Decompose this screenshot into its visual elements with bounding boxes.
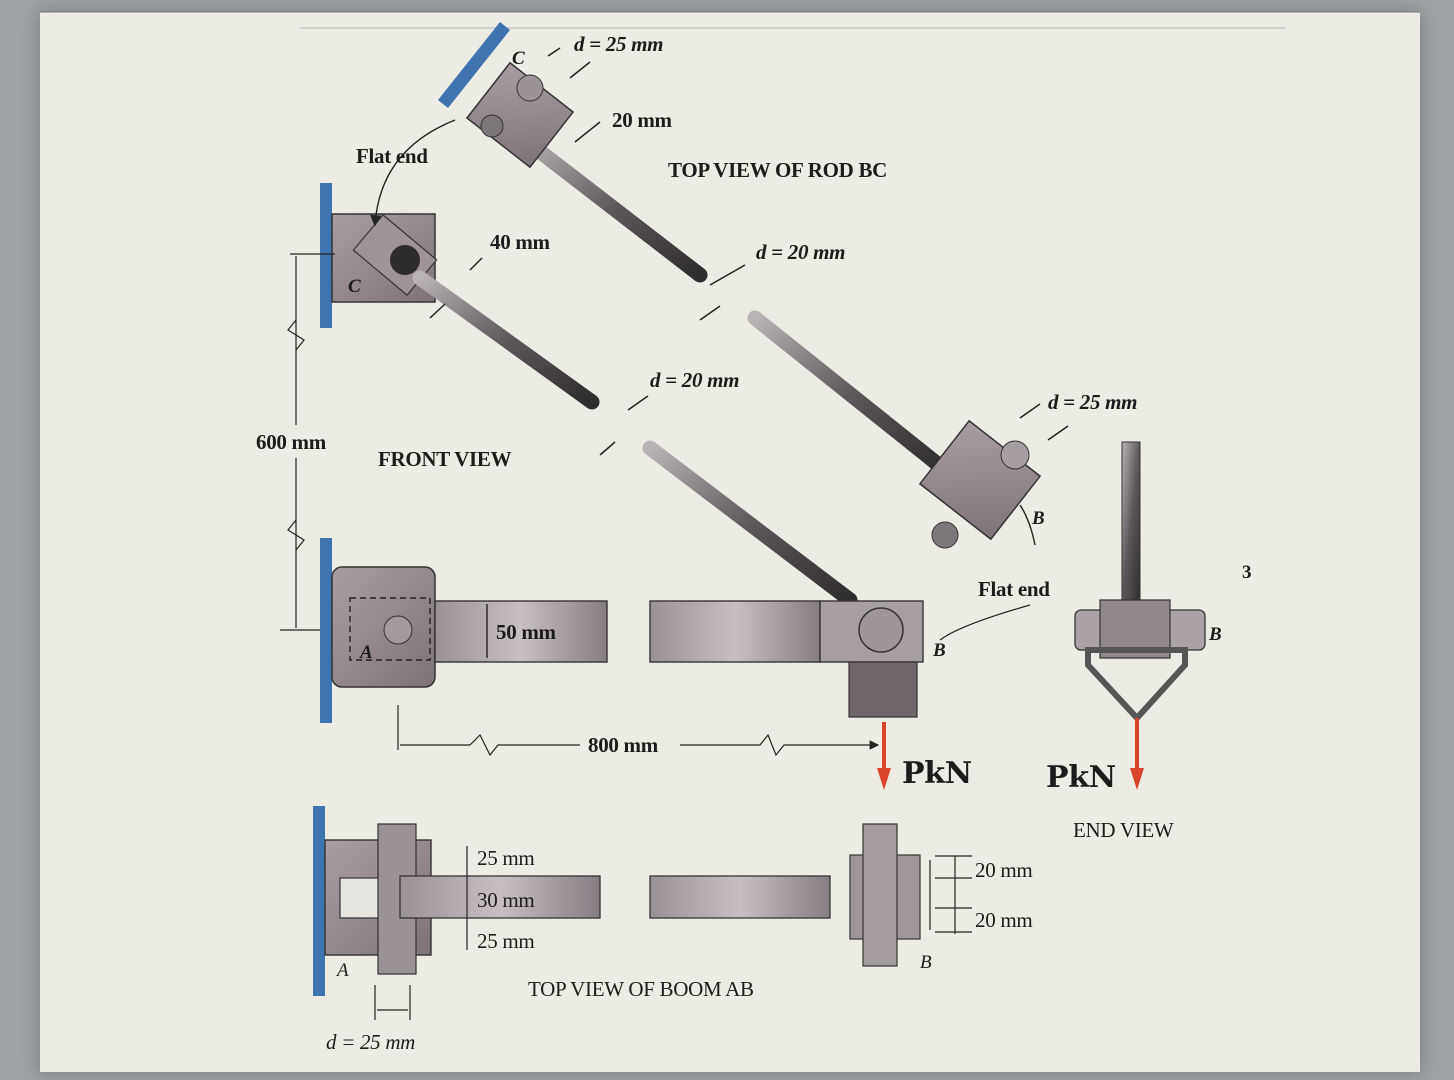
- rod-bc-front-segment: [412, 270, 600, 410]
- boom-ab-top-right: [649, 875, 831, 919]
- wall-top-c: [438, 22, 510, 108]
- rod-bc-front-segment-2: [642, 440, 858, 608]
- label-pkn-end: PkN: [1046, 760, 1116, 795]
- boom-ab-front-view: [320, 538, 1031, 790]
- boom-ab-top-view: [313, 806, 972, 1020]
- point-b-top: B: [1032, 508, 1045, 529]
- label-20mm-b: 20 mm: [975, 908, 1033, 932]
- pin-b-top: [862, 823, 898, 967]
- rod-bc-top-segment: [517, 132, 708, 283]
- label-top-view-rod-bc: TOP VIEW OF ROD BC: [668, 158, 888, 182]
- point-b-front: B: [933, 640, 946, 661]
- label-flat-end-right: Flat end: [978, 577, 1050, 601]
- label-top-view-boom-ab: TOP VIEW OF BOOM AB: [528, 977, 754, 1001]
- point-b-bottom: B: [920, 952, 932, 973]
- label-d20-right: d = 20 mm: [756, 240, 846, 264]
- pin-head-b-top: [1000, 440, 1030, 470]
- label-d25-right: d = 25 mm: [1048, 390, 1138, 414]
- load-arrow-end: [1130, 768, 1144, 790]
- label-pkn-front: PkN: [902, 756, 972, 791]
- label-d25-bottom: d = 25 mm: [326, 1030, 416, 1054]
- pin-b-front: [858, 607, 904, 653]
- label-50mm: 50 mm: [496, 620, 556, 644]
- boom-ab-front-left: [434, 600, 608, 663]
- label-25mm-b: 25 mm: [477, 929, 535, 953]
- clevis-b-top: [918, 419, 1042, 541]
- label-40mm: 40 mm: [490, 230, 550, 254]
- pin-end-b-top: [931, 521, 959, 549]
- rod-end-view: [1121, 441, 1141, 603]
- rod-bc-top-segment-2: [747, 310, 953, 478]
- boom-ab-top-left: [399, 875, 601, 919]
- stray-mark-3: 3: [1242, 562, 1252, 583]
- wall-front-a: [320, 538, 332, 723]
- pin-c-front: [390, 245, 420, 275]
- pin-a-front: [383, 615, 413, 645]
- dimension-600mm: [280, 253, 335, 631]
- label-600mm: 600 mm: [256, 430, 326, 454]
- boom-ab-front-right: [649, 600, 821, 663]
- point-c-front: C: [348, 276, 361, 297]
- point-c-top: C: [512, 48, 525, 69]
- label-flat-end-left: Flat end: [356, 144, 428, 168]
- pin-end-c-top: [480, 114, 504, 138]
- hanger-b-front: [848, 661, 918, 718]
- rod-bc-top-view: [438, 22, 1069, 549]
- pin-head-c-top: [516, 74, 544, 102]
- label-20mm-a: 20 mm: [975, 858, 1033, 882]
- end-view: [1074, 441, 1206, 790]
- label-30mm: 30 mm: [477, 888, 535, 912]
- rod-bc-front-view: [320, 119, 1036, 608]
- bracket-a-front: [331, 566, 436, 688]
- wall-front-c: [320, 183, 332, 328]
- point-a-top: A: [337, 960, 349, 981]
- wall-top-a: [313, 806, 325, 996]
- hanger-end-view: [1085, 647, 1188, 723]
- point-a-front: A: [360, 642, 373, 663]
- load-arrow-front: [877, 768, 891, 790]
- label-d25-top: d = 25 mm: [574, 32, 664, 56]
- clevis-c-top: [465, 61, 575, 169]
- label-front-view: FRONT VIEW: [378, 447, 512, 471]
- point-b-end: B: [1209, 624, 1222, 645]
- label-800mm: 800 mm: [588, 733, 658, 757]
- label-25mm-a: 25 mm: [477, 846, 535, 870]
- label-d20-mid: d = 20 mm: [650, 368, 740, 392]
- label-end-view: END VIEW: [1073, 818, 1174, 842]
- label-20mm-top: 20 mm: [612, 108, 672, 132]
